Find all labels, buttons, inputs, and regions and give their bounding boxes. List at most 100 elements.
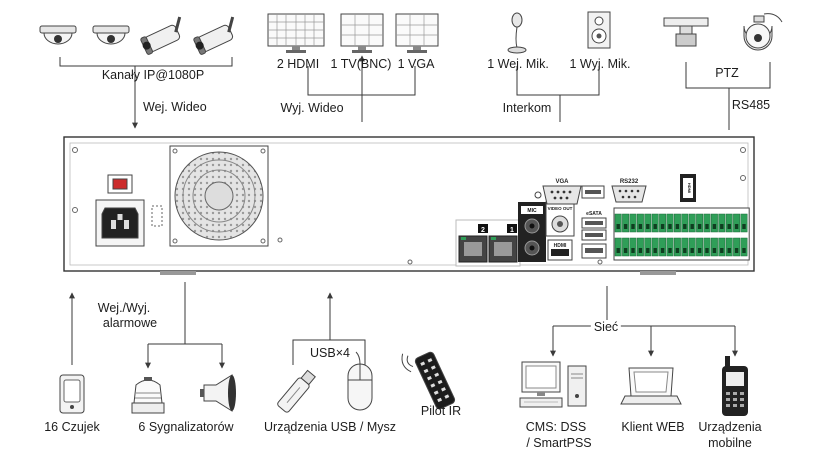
terminal-pin: [740, 213, 748, 233]
lan2-label: 2: [481, 227, 485, 234]
terminal-pin: [733, 237, 741, 257]
mic-in-label: 1 Wej. Mik.: [487, 57, 549, 71]
monitor-icon: [340, 13, 384, 53]
ptz-camera-icon: [743, 13, 783, 51]
terminal-pin: [629, 237, 637, 257]
terminal-hole: [697, 248, 702, 253]
terminal-pin: [666, 213, 674, 233]
ir-remote-icon: [401, 351, 456, 410]
terminal-pin: [644, 213, 652, 233]
terminal-pin: [659, 237, 667, 257]
terminal-pin: [629, 213, 637, 233]
terminal-hole: [712, 248, 717, 253]
mouse-icon: [347, 351, 373, 411]
terminal-pin: [688, 237, 696, 257]
alarm-io-label-1: Wej./Wyj.: [97, 301, 151, 315]
network-label: Sieć: [590, 320, 622, 335]
rs232-port-label: RS232: [620, 179, 639, 185]
terminal-pin: [733, 213, 741, 233]
terminal-hole: [720, 224, 724, 229]
dome-camera-icon: [39, 25, 77, 45]
terminal-hole: [638, 248, 643, 253]
terminal-pin: [688, 213, 696, 233]
hdmi-side-port: [680, 174, 696, 202]
terminal-hole: [727, 248, 731, 253]
terminal-pin: [681, 237, 689, 257]
usb-esata-ports: [581, 185, 607, 259]
vga-port-label: VGA: [555, 179, 569, 185]
rs232-port-icon: [611, 185, 647, 203]
hdmi-side-label: HDMI: [687, 183, 692, 193]
ip-cameras-bracket: [59, 57, 233, 67]
speaker-icon: [587, 11, 611, 49]
connector-lines: [59, 55, 771, 369]
ir-remote-label: Pilot IR: [420, 404, 462, 418]
sensor-icon: [59, 374, 85, 414]
terminal-pin: [681, 213, 689, 233]
terminal-hole: [646, 224, 650, 229]
siren-icon: [200, 374, 236, 412]
terminal-hole: [727, 224, 731, 229]
terminal-hole: [623, 224, 628, 229]
terminal-hole: [623, 248, 628, 253]
terminal-hole: [742, 248, 746, 253]
cms-label-1: CMS: DSS: [525, 420, 587, 434]
terminal-hole: [705, 248, 709, 253]
terminal-hole: [616, 248, 620, 253]
terminal-pin: [622, 213, 630, 233]
sensors-label: 16 Czujek: [44, 420, 100, 434]
terminal-pin: [636, 237, 644, 257]
terminal-hole: [638, 224, 643, 229]
mobile-phone-icon: [722, 356, 748, 416]
terminal-hole: [734, 248, 739, 253]
video-out-label: Wyj. Wideo: [280, 101, 344, 115]
terminal-pin: [673, 213, 681, 233]
siren-icon: [131, 377, 165, 414]
terminal-pin: [622, 237, 630, 257]
terminal-hole: [675, 248, 680, 253]
terminal-hole: [690, 248, 694, 253]
esata-port-label: eSATA: [586, 211, 602, 217]
terminal-pin: [651, 237, 659, 257]
cms-label-2: / SmartPSS: [526, 436, 592, 450]
terminal-pin: [651, 213, 659, 233]
terminal-hole: [675, 224, 680, 229]
terminal-hole: [683, 248, 687, 253]
terminal-hole: [668, 248, 672, 253]
terminal-pin: [710, 237, 718, 257]
terminal-pin: [696, 237, 704, 257]
usb-bracket: [292, 339, 366, 365]
terminal-hole: [742, 224, 746, 229]
monitor-icon: [395, 13, 439, 53]
bullet-camera-icon: [140, 16, 182, 55]
tv-out-label: 1 TV(BNC): [330, 57, 392, 71]
terminal-pin: [725, 237, 733, 257]
terminal-hole: [683, 224, 687, 229]
bullet-camera-icon: [193, 16, 235, 55]
terminal-pin: [703, 213, 711, 233]
rs485-label: RS485: [731, 98, 771, 112]
terminal-pin: [636, 213, 644, 233]
terminal-hole: [660, 248, 665, 253]
microphone-icon: [507, 12, 527, 54]
video-out-port-label: VIDEO OUT: [548, 206, 573, 211]
hdmi-out-label: 2 HDMI: [276, 57, 320, 71]
terminal-pin: [614, 213, 622, 233]
power-switch-icon: [107, 174, 133, 194]
audio-video-ports: [518, 201, 575, 262]
terminal-hole: [668, 224, 672, 229]
terminal-pin: [703, 237, 711, 257]
ptz-bracket: [685, 62, 771, 89]
lan-ports: [455, 219, 521, 267]
terminal-hole: [705, 224, 709, 229]
mobile-label-2: mobilne: [708, 436, 752, 450]
video-in-label: Wej. Wideo: [143, 100, 207, 114]
alarm-terminal-block: [613, 207, 750, 261]
terminal-pin: [614, 237, 622, 257]
terminal-hole: [720, 248, 724, 253]
terminal-pin: [673, 237, 681, 257]
terminal-pin: [725, 213, 733, 233]
ptz-label: PTZ: [715, 66, 739, 80]
